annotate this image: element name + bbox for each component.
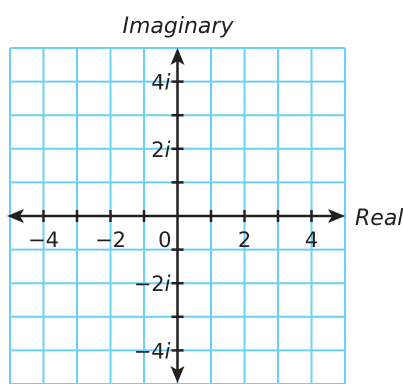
axes <box>7 48 345 383</box>
imaginary-tick-label: 4i <box>151 71 170 95</box>
real-tick-label: 2 <box>238 228 251 252</box>
imaginary-tick-number: 4 <box>151 71 164 95</box>
real-tick-label: 0 <box>158 228 171 252</box>
arrow-up-icon <box>170 48 185 65</box>
imaginary-unit: i <box>165 272 171 296</box>
imaginary-tick-number: 2 <box>151 138 164 162</box>
imaginary-tick-number: −4 <box>134 339 165 363</box>
tick-marks <box>42 80 313 352</box>
imaginary-tick-label: −2i <box>134 272 171 296</box>
real-tick-label: −4 <box>28 228 59 252</box>
imaginary-unit: i <box>165 71 171 95</box>
imaginary-unit: i <box>165 339 171 363</box>
imaginary-tick-label: 2i <box>151 138 170 162</box>
real-tick-label: −2 <box>95 228 126 252</box>
arrow-left-icon <box>7 209 24 223</box>
arrow-down-icon <box>170 366 185 383</box>
imaginary-axis-label: Imaginary <box>123 14 235 39</box>
imaginary-tick-number: −2 <box>134 272 165 296</box>
real-tick-label: 4 <box>305 228 318 252</box>
real-axis-label: Real <box>355 206 403 231</box>
arrow-right-icon <box>328 209 345 223</box>
imaginary-unit: i <box>165 138 171 162</box>
imaginary-tick-label: −4i <box>134 339 171 363</box>
